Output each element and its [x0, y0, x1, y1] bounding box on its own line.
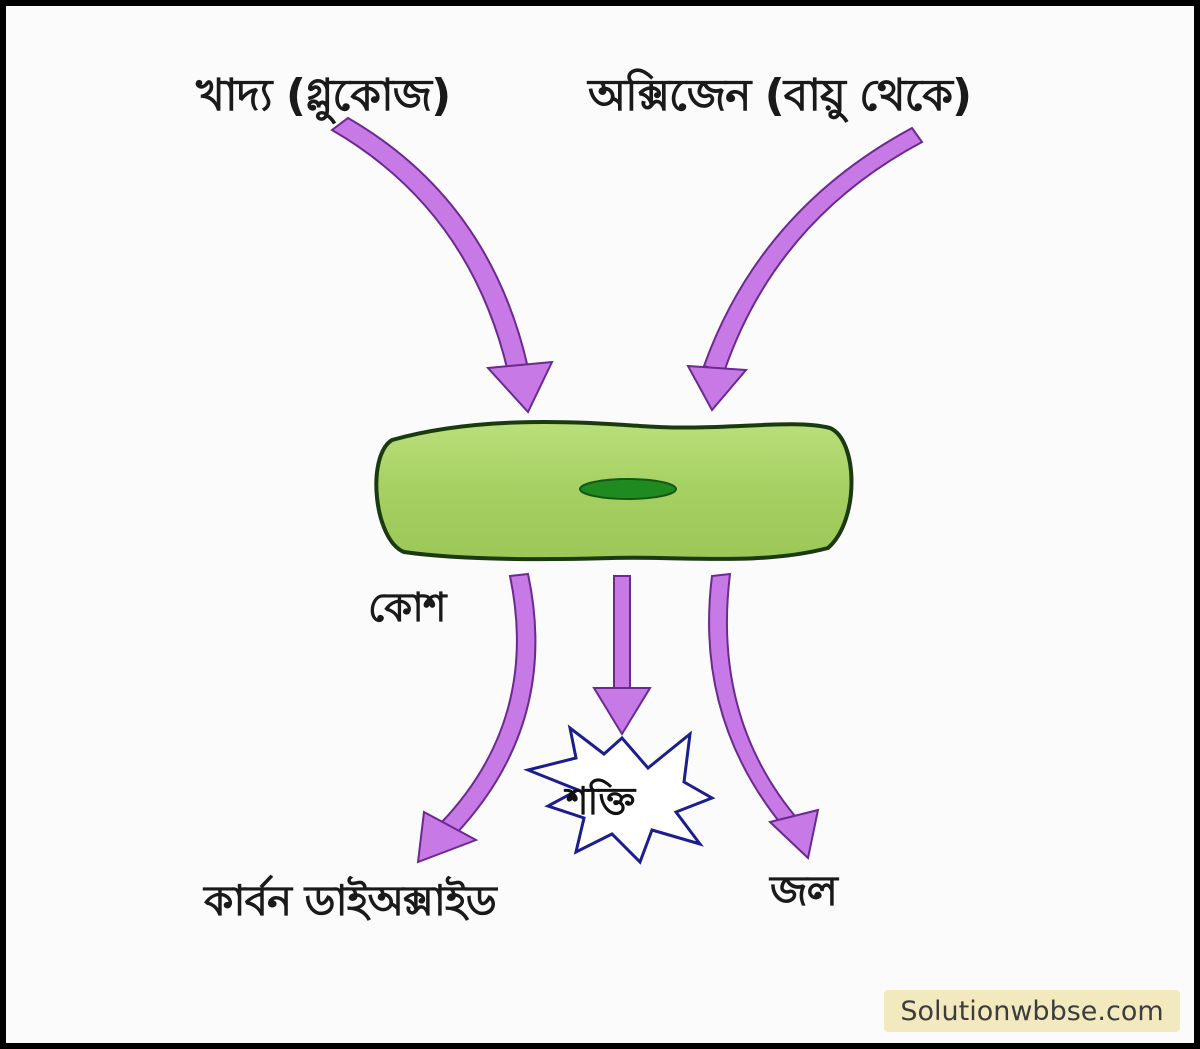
energy-label: শক্তি [566, 779, 635, 823]
cell [374, 419, 854, 562]
arrow-cell-to-energy [592, 575, 652, 736]
arrow-food-to-cell [330, 116, 554, 414]
arrow-oxygen-to-cell [686, 126, 924, 412]
arrow-cell-to-co2 [416, 572, 537, 864]
energy-starburst [523, 724, 716, 865]
nucleus [579, 478, 677, 500]
arrow-cell-to-water [708, 572, 820, 860]
oxygen-label: অক্সিজেন (বায়ু থেকে) [588, 70, 972, 121]
food-glucose-label: খাদ্য (গ্লুকোজ) [196, 70, 451, 121]
water-label: জল [770, 866, 838, 915]
carbon-dioxide-label: কার্বন ডাইঅক্সাইড [204, 876, 497, 925]
watermark: Solutionwbbse.com [884, 990, 1180, 1032]
cell-label: কোশ [368, 585, 446, 631]
